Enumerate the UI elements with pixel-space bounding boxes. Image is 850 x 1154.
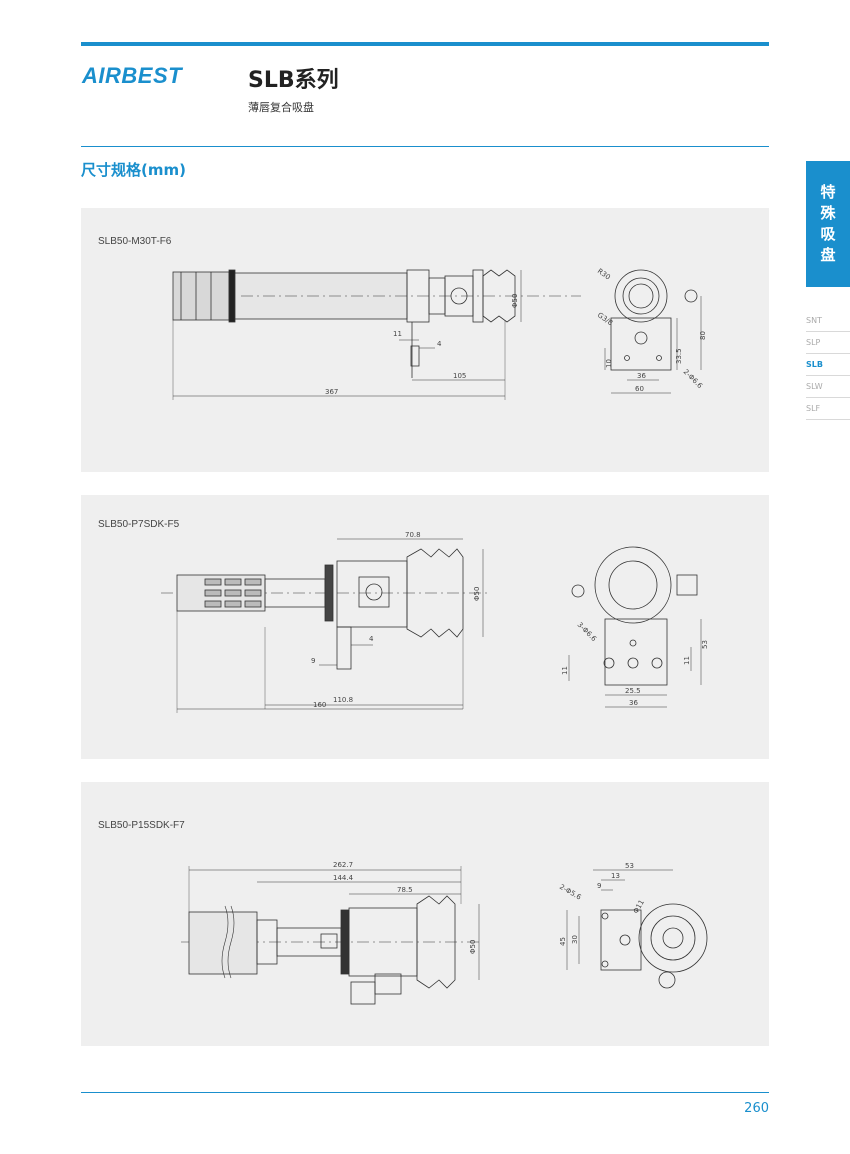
dim-label: Φ11 (632, 899, 646, 915)
drawing-panel-1: SLB50-M30T-F6 11 (81, 208, 769, 472)
category-tab-char: 特 (820, 183, 836, 201)
dim-label: 13 (611, 872, 620, 880)
side-nav-item-slb[interactable]: SLB (806, 354, 850, 376)
dim-label: 30 (571, 935, 579, 944)
dim-label: Φ50 (511, 294, 519, 308)
technical-drawing (172, 269, 702, 400)
dim-label: 70.8 (405, 531, 421, 539)
header-rule (81, 146, 769, 147)
technical-drawing (181, 866, 708, 1005)
page-title: SLB系列 (248, 68, 339, 93)
drawing-panel-2: SLB50-P7SDK-F5 70 (81, 495, 769, 759)
model-label: SLB50-P7SDK-F5 (98, 519, 180, 530)
dim-label: 11 (393, 330, 402, 338)
page-number: 260 (744, 1101, 769, 1116)
side-nav-item-slw[interactable]: SLW (806, 376, 850, 398)
side-nav-item-slp[interactable]: SLP (806, 332, 850, 354)
dim-label: 80 (699, 331, 707, 340)
dim-label: 33.5 (675, 348, 683, 364)
dim-label: Φ50 (469, 940, 477, 954)
dim-label: 4 (369, 635, 374, 643)
dim-label: G3/8 (596, 311, 614, 327)
dim-label: 25.5 (625, 687, 641, 695)
dim-label: 10 (605, 359, 613, 368)
dim-label: 11 (683, 656, 691, 665)
side-nav-item-snt[interactable]: SNT (806, 310, 850, 332)
category-tab-char: 吸 (820, 225, 836, 243)
dim-label: 367 (325, 388, 338, 396)
dim-label: 262.7 (333, 861, 353, 869)
dim-label: 36 (629, 699, 638, 707)
brand-logo: AIRBEST (82, 63, 183, 88)
section-title: 尺寸规格(mm) (81, 161, 186, 179)
dim-label: 160 (313, 701, 326, 709)
technical-drawing (161, 538, 702, 713)
dim-label: 78.5 (397, 886, 413, 894)
dim-label: 45 (559, 937, 567, 946)
page-subtitle: 薄唇复合吸盘 (248, 101, 314, 114)
dim-label: Φ50 (473, 587, 481, 601)
footer-rule (81, 1092, 769, 1093)
dimension-labels: 70.8 Φ50 4 9 110.8 160 3-Φ6.6 11 53 11 2… (311, 531, 709, 709)
dim-label: 60 (635, 385, 644, 393)
dimension-labels: 11 4 105 367 Φ50 R30 G3/8 80 33.5 10 36 … (325, 267, 707, 396)
category-tab[interactable]: 特 殊 吸 盘 (806, 161, 850, 287)
dim-label: 53 (625, 862, 634, 870)
category-tab-char: 盘 (820, 246, 836, 264)
dim-label: 2-Φ6.6 (682, 368, 705, 391)
dim-label: 53 (701, 640, 709, 649)
dim-label: 110.8 (333, 696, 353, 704)
drawing-panel-3: SLB50-P15SDK-F7 262.7 144.4 (81, 782, 769, 1046)
top-rule (81, 42, 769, 46)
model-label: SLB50-M30T-F6 (98, 236, 172, 247)
dim-label: 3-Φ6.6 (576, 621, 599, 644)
dim-label: 36 (637, 372, 646, 380)
dim-label: 9 (311, 657, 315, 665)
dim-label: 105 (453, 372, 466, 380)
dim-label: R30 (596, 267, 612, 281)
dim-label: 2-Φ5.6 (558, 883, 583, 902)
category-tab-char: 殊 (820, 204, 836, 222)
dim-label: 11 (561, 666, 569, 675)
side-nav: SNT SLP SLB SLW SLF (806, 310, 850, 420)
dim-label: 144.4 (333, 874, 354, 882)
dimension-labels: 262.7 144.4 78.5 Φ50 53 13 9 2-Φ5.6 Φ11 … (333, 861, 646, 954)
model-label: SLB50-P15SDK-F7 (98, 820, 185, 831)
dim-label: 9 (597, 882, 601, 890)
dim-label: 4 (437, 340, 442, 348)
side-nav-item-slf[interactable]: SLF (806, 398, 850, 420)
